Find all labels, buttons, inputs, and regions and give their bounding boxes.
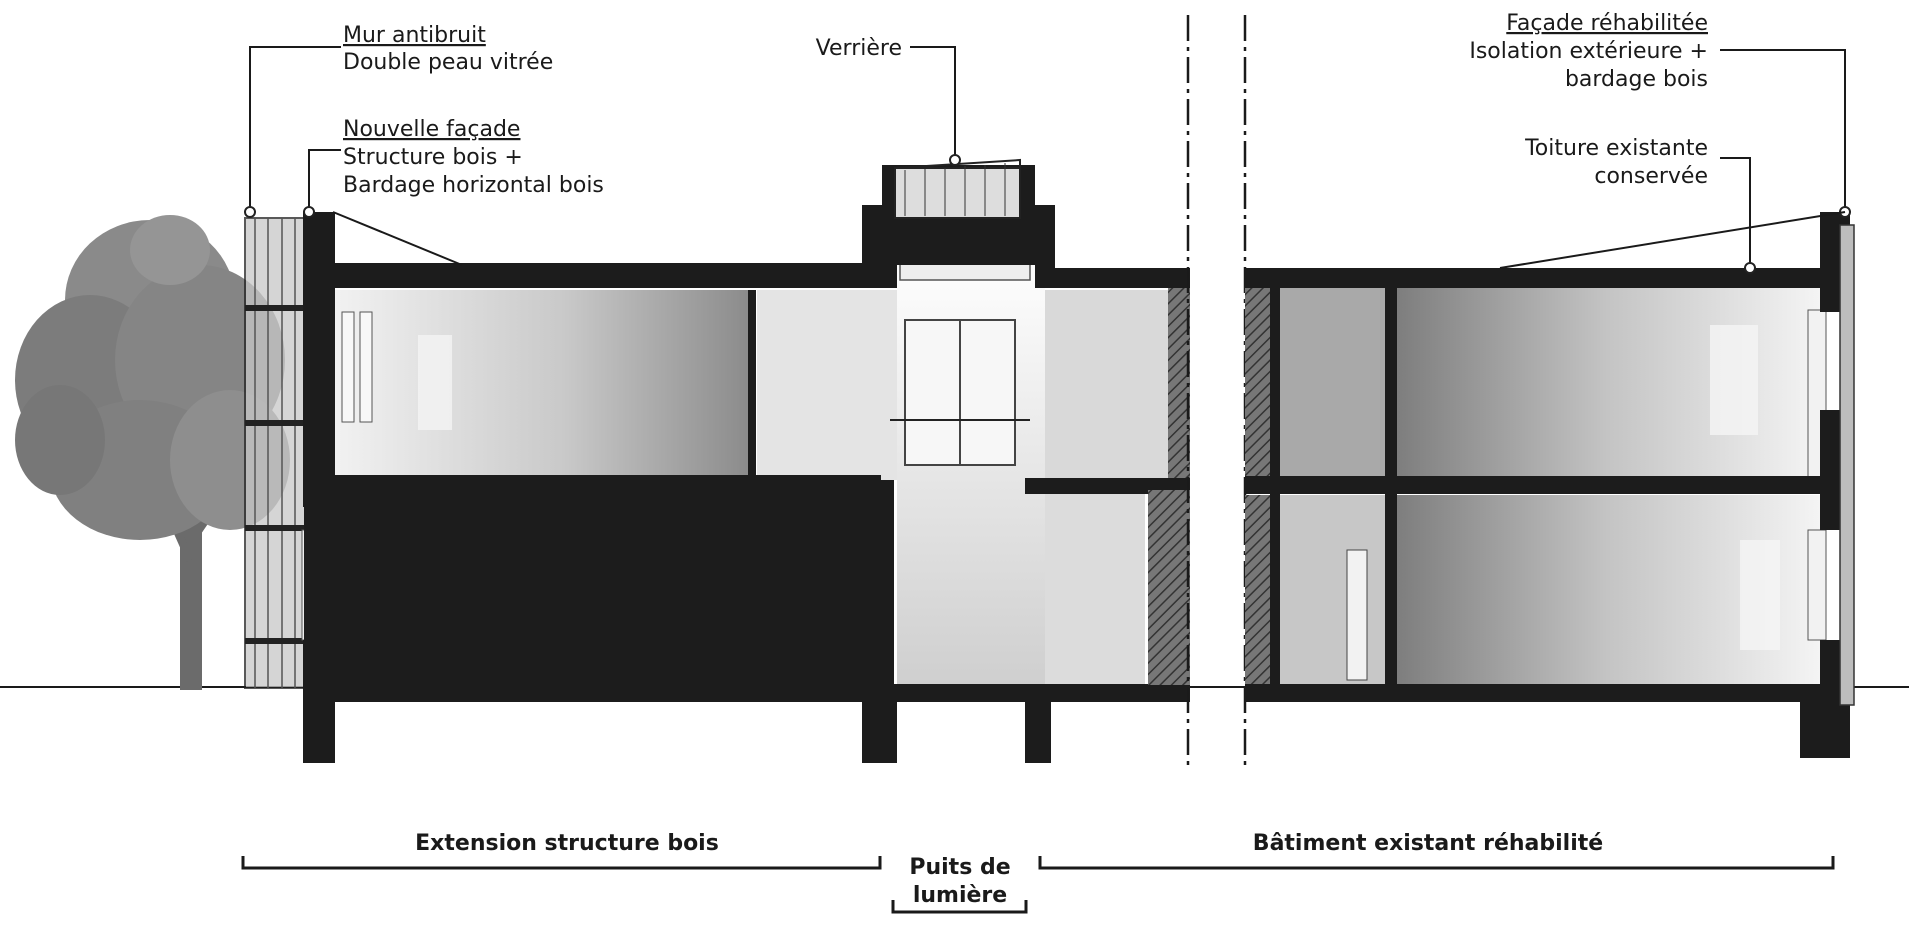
label-toiture-line1: Toiture existante xyxy=(1524,136,1708,161)
label-facade-rehabilitee-line2: bardage bois xyxy=(1565,67,1708,92)
label-nouvelle-facade-title: Nouvelle façade xyxy=(343,117,520,142)
bracket-extension xyxy=(241,856,882,870)
bracket-light-well xyxy=(891,900,1028,914)
zone-light-well-label-line2: lumière xyxy=(913,883,1007,908)
label-nouvelle-facade-line2: Bardage horizontal bois xyxy=(343,173,604,198)
bracket-existing xyxy=(1038,856,1835,870)
label-verriere: Verrière xyxy=(816,36,902,61)
label-mur-antibruit-line1: Double peau vitrée xyxy=(343,50,553,75)
label-nouvelle-facade-line1: Structure bois + xyxy=(343,145,523,170)
label-facade-rehabilitee-title: Façade réhabilitée xyxy=(1506,11,1708,36)
leader-lines xyxy=(244,46,1851,274)
extension-building-section xyxy=(301,158,1190,763)
existing-building-section xyxy=(1245,212,1855,758)
label-mur-antibruit-title: Mur antibruit xyxy=(343,23,486,48)
acoustic-glass-wall xyxy=(244,217,306,689)
zone-extension-label: Extension structure bois xyxy=(415,831,719,856)
zone-light-well-label-line1: Puits de xyxy=(909,855,1010,880)
label-toiture-line2: conservée xyxy=(1594,164,1708,189)
label-facade-rehabilitee-line1: Isolation extérieure + xyxy=(1469,39,1708,64)
zone-existing-label: Bâtiment existant réhabilité xyxy=(1253,831,1603,856)
